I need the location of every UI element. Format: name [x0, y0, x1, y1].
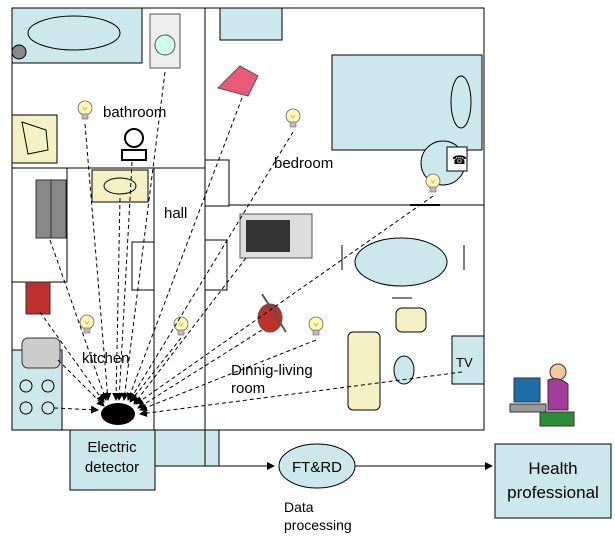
floor-plan	[11, 7, 485, 431]
toilet-icon	[11, 114, 58, 164]
bulb-icon	[308, 316, 324, 336]
bulb-icon	[285, 108, 301, 128]
coffee-table	[393, 355, 415, 385]
shower-icon	[121, 128, 147, 161]
bulb-icon	[173, 316, 189, 336]
tv-label: TV	[456, 355, 473, 370]
bathtub-basin	[27, 15, 121, 51]
phone-icon	[446, 146, 468, 172]
drain-icon	[11, 44, 27, 60]
bathroom-label: bathroom	[103, 104, 166, 121]
processing-caption-line1: Data	[284, 499, 314, 515]
sensor-lines	[39, 71, 463, 418]
vacuum-icon	[257, 293, 287, 333]
sink-icon	[91, 169, 149, 203]
living-door	[204, 239, 228, 291]
dining-table	[354, 237, 448, 287]
bulb-icon	[425, 173, 441, 193]
coffee-maker-icon	[25, 281, 51, 315]
hall-label: hall	[164, 205, 187, 222]
hall-door	[131, 241, 155, 291]
bed	[331, 54, 483, 151]
toaster-icon	[21, 337, 61, 369]
kitchen-fixtures	[11, 179, 67, 431]
bedroom-fixtures: ☎	[219, 7, 483, 186]
living-fixtures: TV	[341, 237, 485, 411]
bathroom-fixtures	[11, 7, 149, 203]
bedroom-door	[204, 159, 230, 207]
processing-caption-line2: processing	[284, 517, 352, 533]
ftrd-label: FT&RD	[292, 459, 342, 476]
living-room-label-line2: room	[231, 380, 265, 397]
kitchen-label: kitchen	[82, 350, 130, 367]
wardrobe	[219, 7, 283, 41]
detector-label-line1: Electric	[87, 439, 137, 456]
health-professional-box	[494, 443, 612, 519]
health-label-line1: Health	[528, 459, 577, 478]
iron-icon	[217, 65, 259, 97]
toilet-bowl	[21, 121, 49, 155]
svg-text:☎: ☎	[452, 153, 467, 167]
sensor-node	[101, 403, 135, 425]
sofa-icon	[347, 331, 381, 411]
electric-detector-box	[69, 429, 156, 491]
armchair-icon	[395, 307, 427, 333]
health-professional-icon	[509, 363, 575, 427]
living-room-label-line1: Dinnig-living	[231, 362, 313, 379]
tv-box	[451, 335, 485, 385]
appliances	[149, 13, 313, 333]
pipeline: Electric detector FT&RD Data processing …	[69, 363, 612, 533]
bulb-icon	[77, 100, 93, 120]
health-label-line2: professional	[507, 483, 599, 502]
bulb-icon	[79, 314, 95, 334]
pillow	[450, 75, 472, 129]
room-labels: bathroom bedroom hall kitchen Dinnig-liv…	[82, 104, 333, 397]
detector-label-line2: detector	[85, 459, 139, 476]
bedroom-label: bedroom	[274, 155, 333, 172]
